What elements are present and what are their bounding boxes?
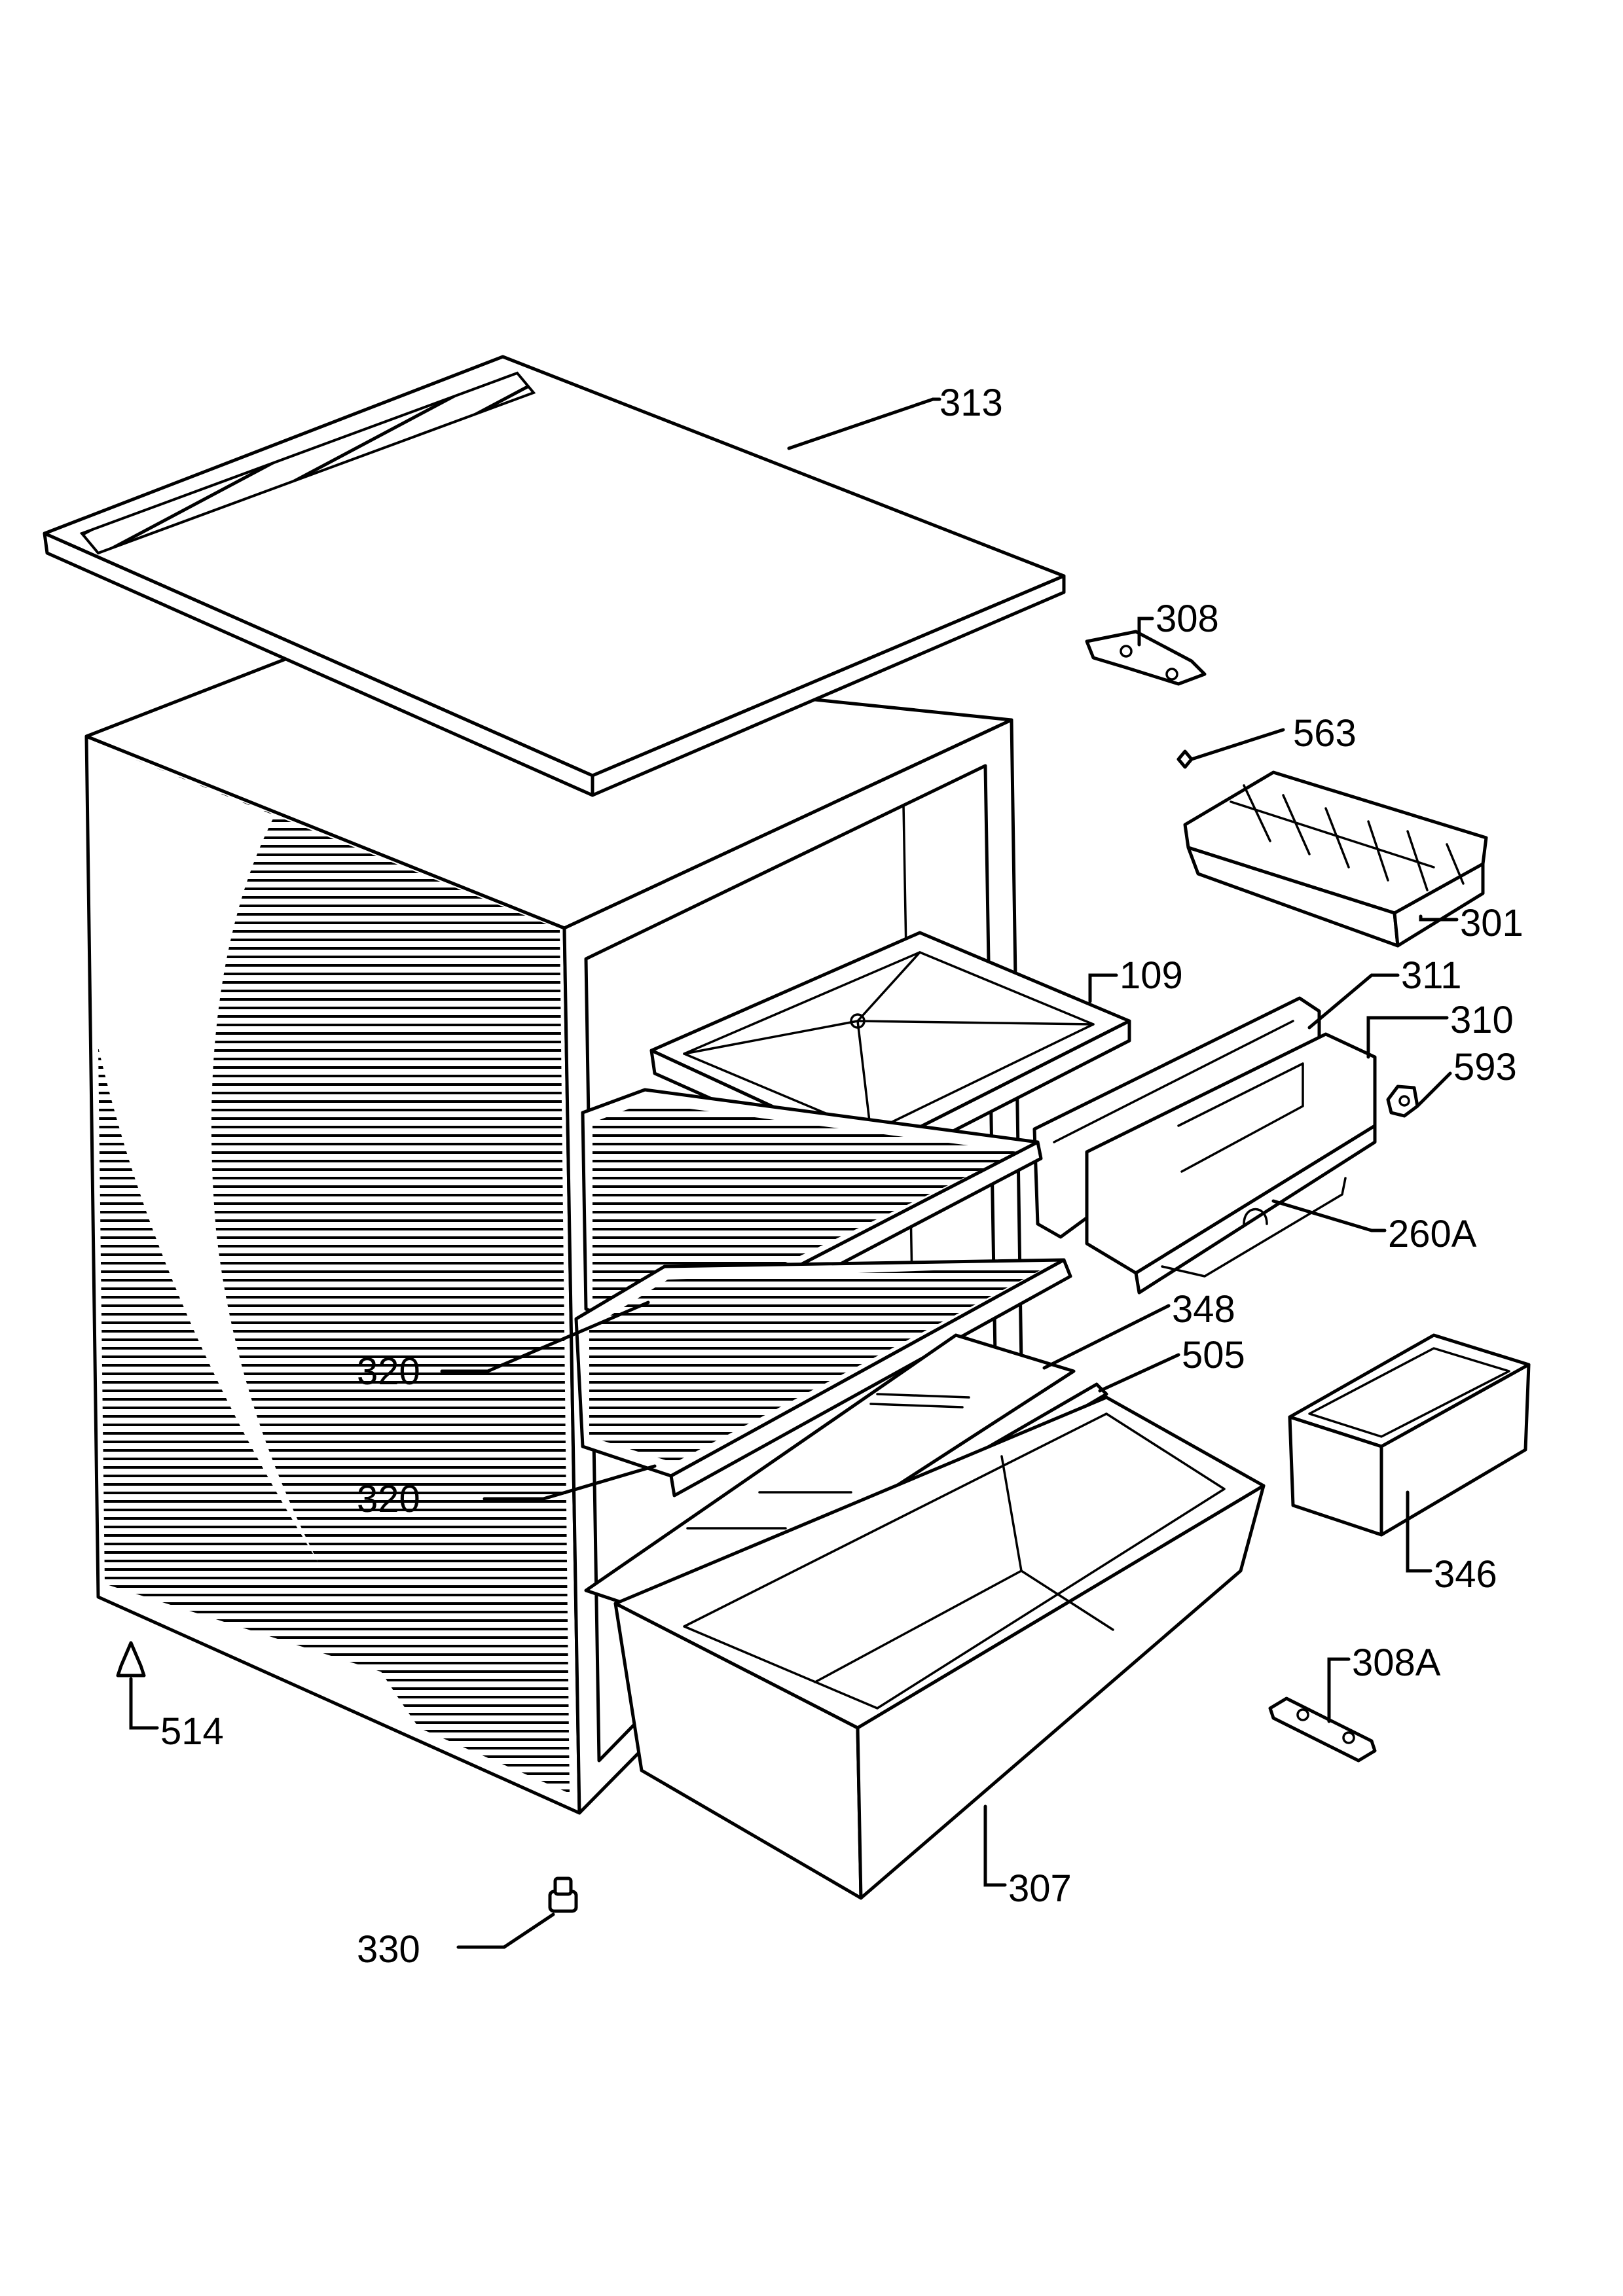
callout-348: 348 bbox=[1172, 1288, 1235, 1331]
wire-shelf-lower bbox=[574, 1258, 1072, 1498]
callout-301: 301 bbox=[1460, 902, 1523, 944]
leader-lines bbox=[129, 397, 1459, 1949]
leader-330 bbox=[456, 1912, 555, 1949]
top-cover bbox=[43, 355, 1066, 797]
top-cover-side-edge bbox=[591, 574, 1066, 797]
cabinet-side-shading bbox=[118, 753, 570, 1793]
leader-310 bbox=[1366, 1016, 1449, 1059]
callout-330: 330 bbox=[357, 1928, 420, 1971]
callout-320-upper: 320 bbox=[357, 1350, 420, 1393]
callout-310: 310 bbox=[1450, 999, 1514, 1041]
screw-593 bbox=[1386, 1085, 1419, 1118]
leader-308a bbox=[1327, 1657, 1351, 1723]
hinge-bottom bbox=[1268, 1696, 1377, 1763]
callout-308: 308 bbox=[1156, 598, 1219, 640]
leader-109 bbox=[1088, 973, 1118, 1003]
leader-308 bbox=[1137, 617, 1154, 647]
leader-301 bbox=[1419, 914, 1459, 922]
leader-311 bbox=[1307, 973, 1400, 1030]
cabinet-side-shading-lower bbox=[98, 1047, 393, 1676]
screw-563 bbox=[1176, 749, 1194, 769]
callout-593: 593 bbox=[1453, 1046, 1517, 1088]
leader-313 bbox=[787, 397, 935, 450]
foot-514 bbox=[116, 1641, 146, 1677]
top-cover-vent-slots bbox=[79, 371, 536, 555]
callout-320-lower: 320 bbox=[357, 1478, 420, 1520]
callout-307: 307 bbox=[1008, 1867, 1072, 1910]
callout-346: 346 bbox=[1434, 1553, 1497, 1596]
leader-593 bbox=[1415, 1071, 1452, 1108]
crisper-drawer bbox=[613, 1395, 1266, 1900]
ice-tray-cells bbox=[1230, 784, 1465, 891]
door-hinge-wire bbox=[1161, 1177, 1347, 1278]
bottle-shelf bbox=[1288, 1333, 1531, 1537]
leader-348 bbox=[1042, 1304, 1171, 1370]
hinge-top bbox=[1085, 630, 1207, 686]
leader-505 bbox=[1098, 1353, 1180, 1393]
leader-307 bbox=[983, 1804, 1007, 1887]
leader-514 bbox=[129, 1677, 159, 1730]
glass-shelf-marks bbox=[686, 1393, 970, 1530]
callout-labels: 313 308 563 301 109 311 310 593 260A 348… bbox=[160, 382, 1523, 1971]
callout-514: 514 bbox=[160, 1710, 224, 1753]
callout-505: 505 bbox=[1182, 1334, 1245, 1376]
leader-260a bbox=[1271, 1199, 1387, 1232]
leader-563 bbox=[1190, 728, 1285, 761]
callout-109: 109 bbox=[1120, 954, 1183, 997]
leader-320a bbox=[440, 1300, 650, 1373]
callout-563: 563 bbox=[1293, 712, 1357, 755]
callout-311: 311 bbox=[1401, 954, 1461, 997]
drip-tray-funnel bbox=[683, 951, 1095, 1134]
ice-cube-tray bbox=[1183, 770, 1488, 948]
foot-330 bbox=[548, 1876, 578, 1913]
leader-346 bbox=[1406, 1490, 1432, 1573]
callout-313: 313 bbox=[939, 382, 1003, 424]
callout-308a: 308A bbox=[1352, 1641, 1441, 1684]
callout-260a: 260A bbox=[1388, 1213, 1477, 1255]
leader-320b bbox=[483, 1464, 657, 1501]
